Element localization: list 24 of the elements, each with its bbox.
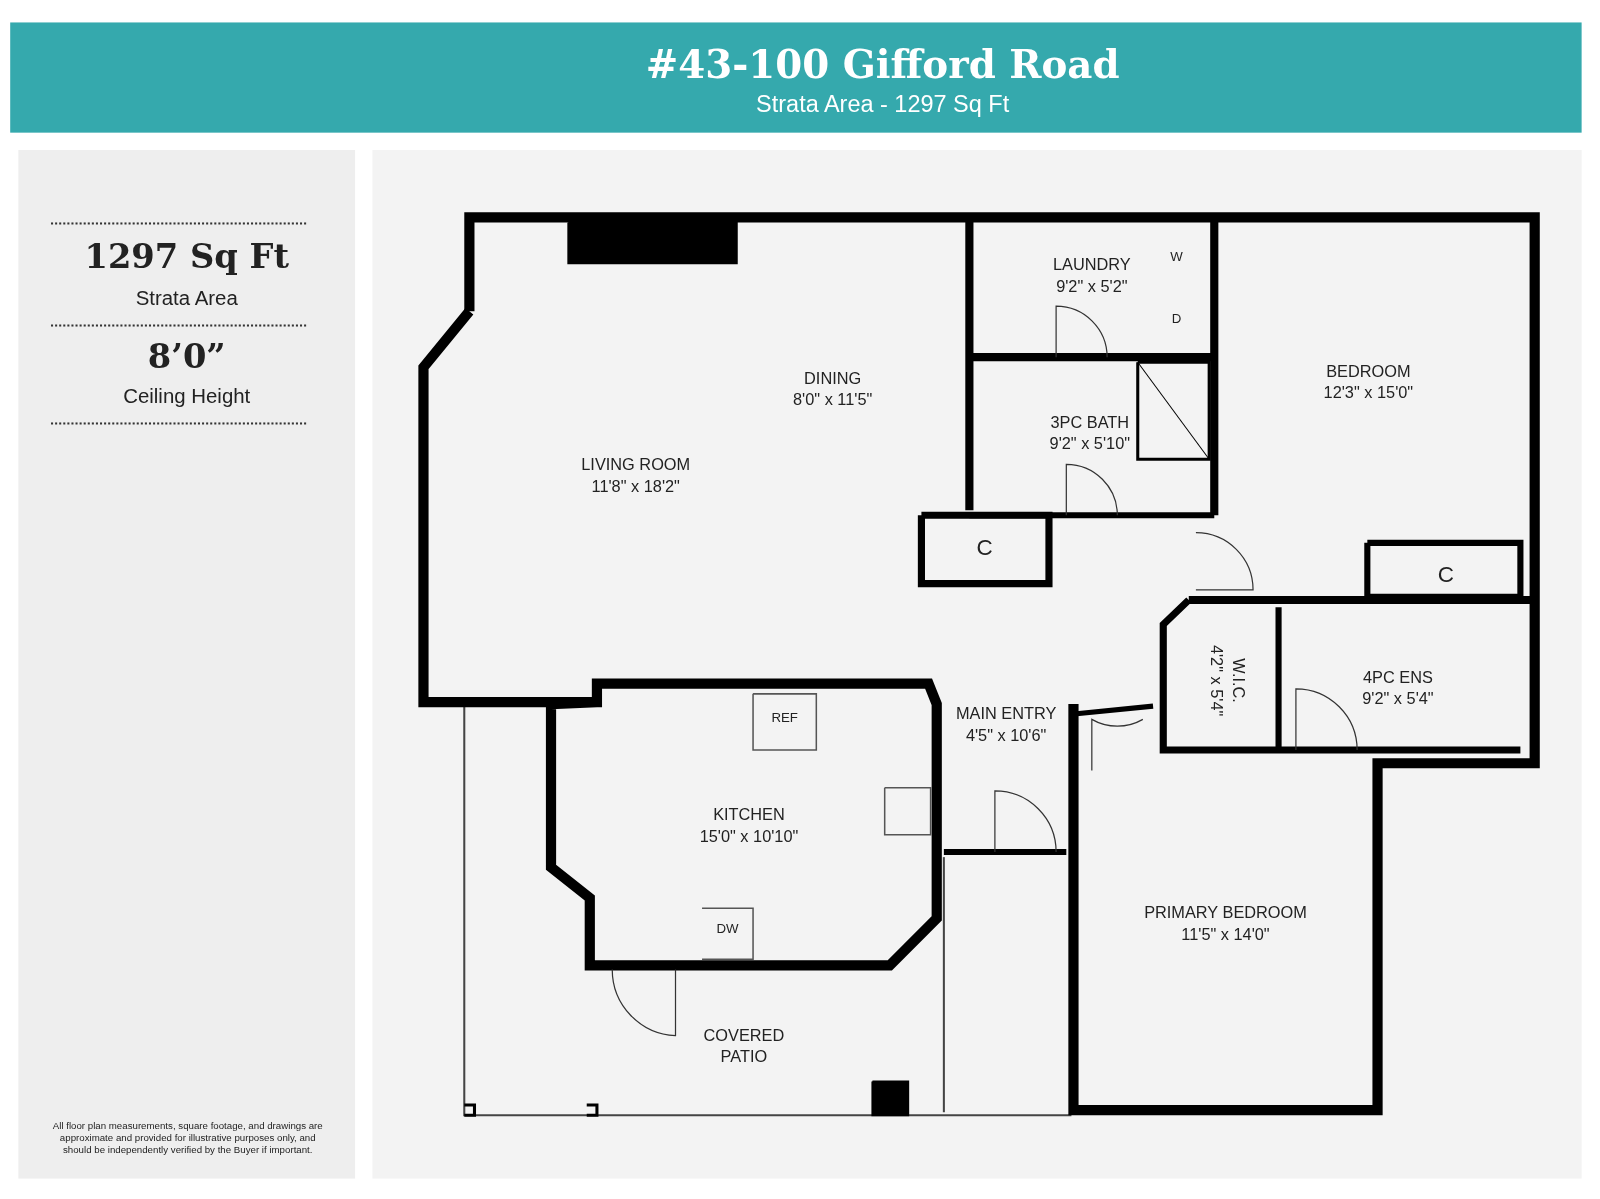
room-label: MAIN ENTRY 4'5" x 10'6": [955, 703, 1057, 746]
room-label: BEDROOM 12'3" x 15'0": [1323, 360, 1414, 404]
area-value: 1297 Sq Ft: [83, 235, 290, 279]
room-label: KITCHEN 15'0" x 10'10": [699, 804, 799, 847]
closet-label: C: [1437, 561, 1454, 588]
room-label: 3PC BATH 9'2" x 5'10": [1049, 411, 1130, 455]
title: #43-100 Gifford Road: [644, 40, 1121, 88]
room-label: DINING 8'0" x 11'5": [793, 367, 873, 411]
room-label: 4PC ENS 9'2" x 5'4": [1362, 666, 1434, 710]
room-label: COVERED PATIO: [697, 1024, 790, 1068]
appliance-label: W: [1170, 249, 1183, 266]
appliance-label: D: [1171, 311, 1182, 328]
disclaimer-note: All floor plan measurements, square footage, and drawings are approximate and provided for illustrative purposes only, and should be independently verified by the Buyer if important.: [51, 1119, 324, 1157]
ceiling-caption: Ceiling Height: [122, 383, 252, 410]
subtitle: Strata Area - 1297 Sq Ft: [755, 89, 1011, 119]
ceiling-value: 8’0”: [146, 335, 227, 379]
room-label: PRIMARY BEDROOM 11'5" x 14'0": [1144, 902, 1307, 945]
closet-label: C: [976, 534, 993, 562]
appliance-label: REF: [771, 710, 798, 727]
room-label: LAUNDRY 9'2" x 5'2": [1052, 254, 1131, 297]
room-label: LIVING ROOM 11'8" x 18'2": [581, 454, 691, 497]
appliance-label: DW: [716, 920, 739, 937]
room-label: W.I.C. 4'2" x 5'4": [1206, 644, 1249, 717]
area-caption: Strata Area: [134, 285, 239, 312]
